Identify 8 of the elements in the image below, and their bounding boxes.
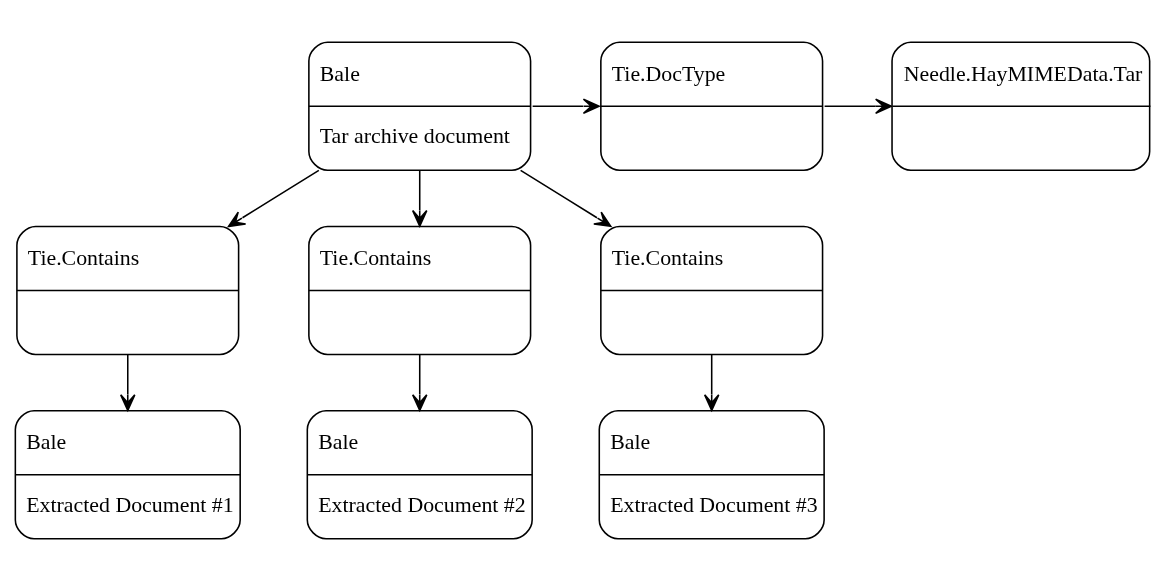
arrow (411, 353, 428, 411)
arrow (227, 169, 320, 227)
arrow (119, 353, 136, 411)
arrow (411, 169, 428, 227)
arrow (519, 169, 612, 227)
arrow (823, 97, 893, 114)
arrow (531, 97, 600, 114)
arrow (703, 353, 720, 411)
